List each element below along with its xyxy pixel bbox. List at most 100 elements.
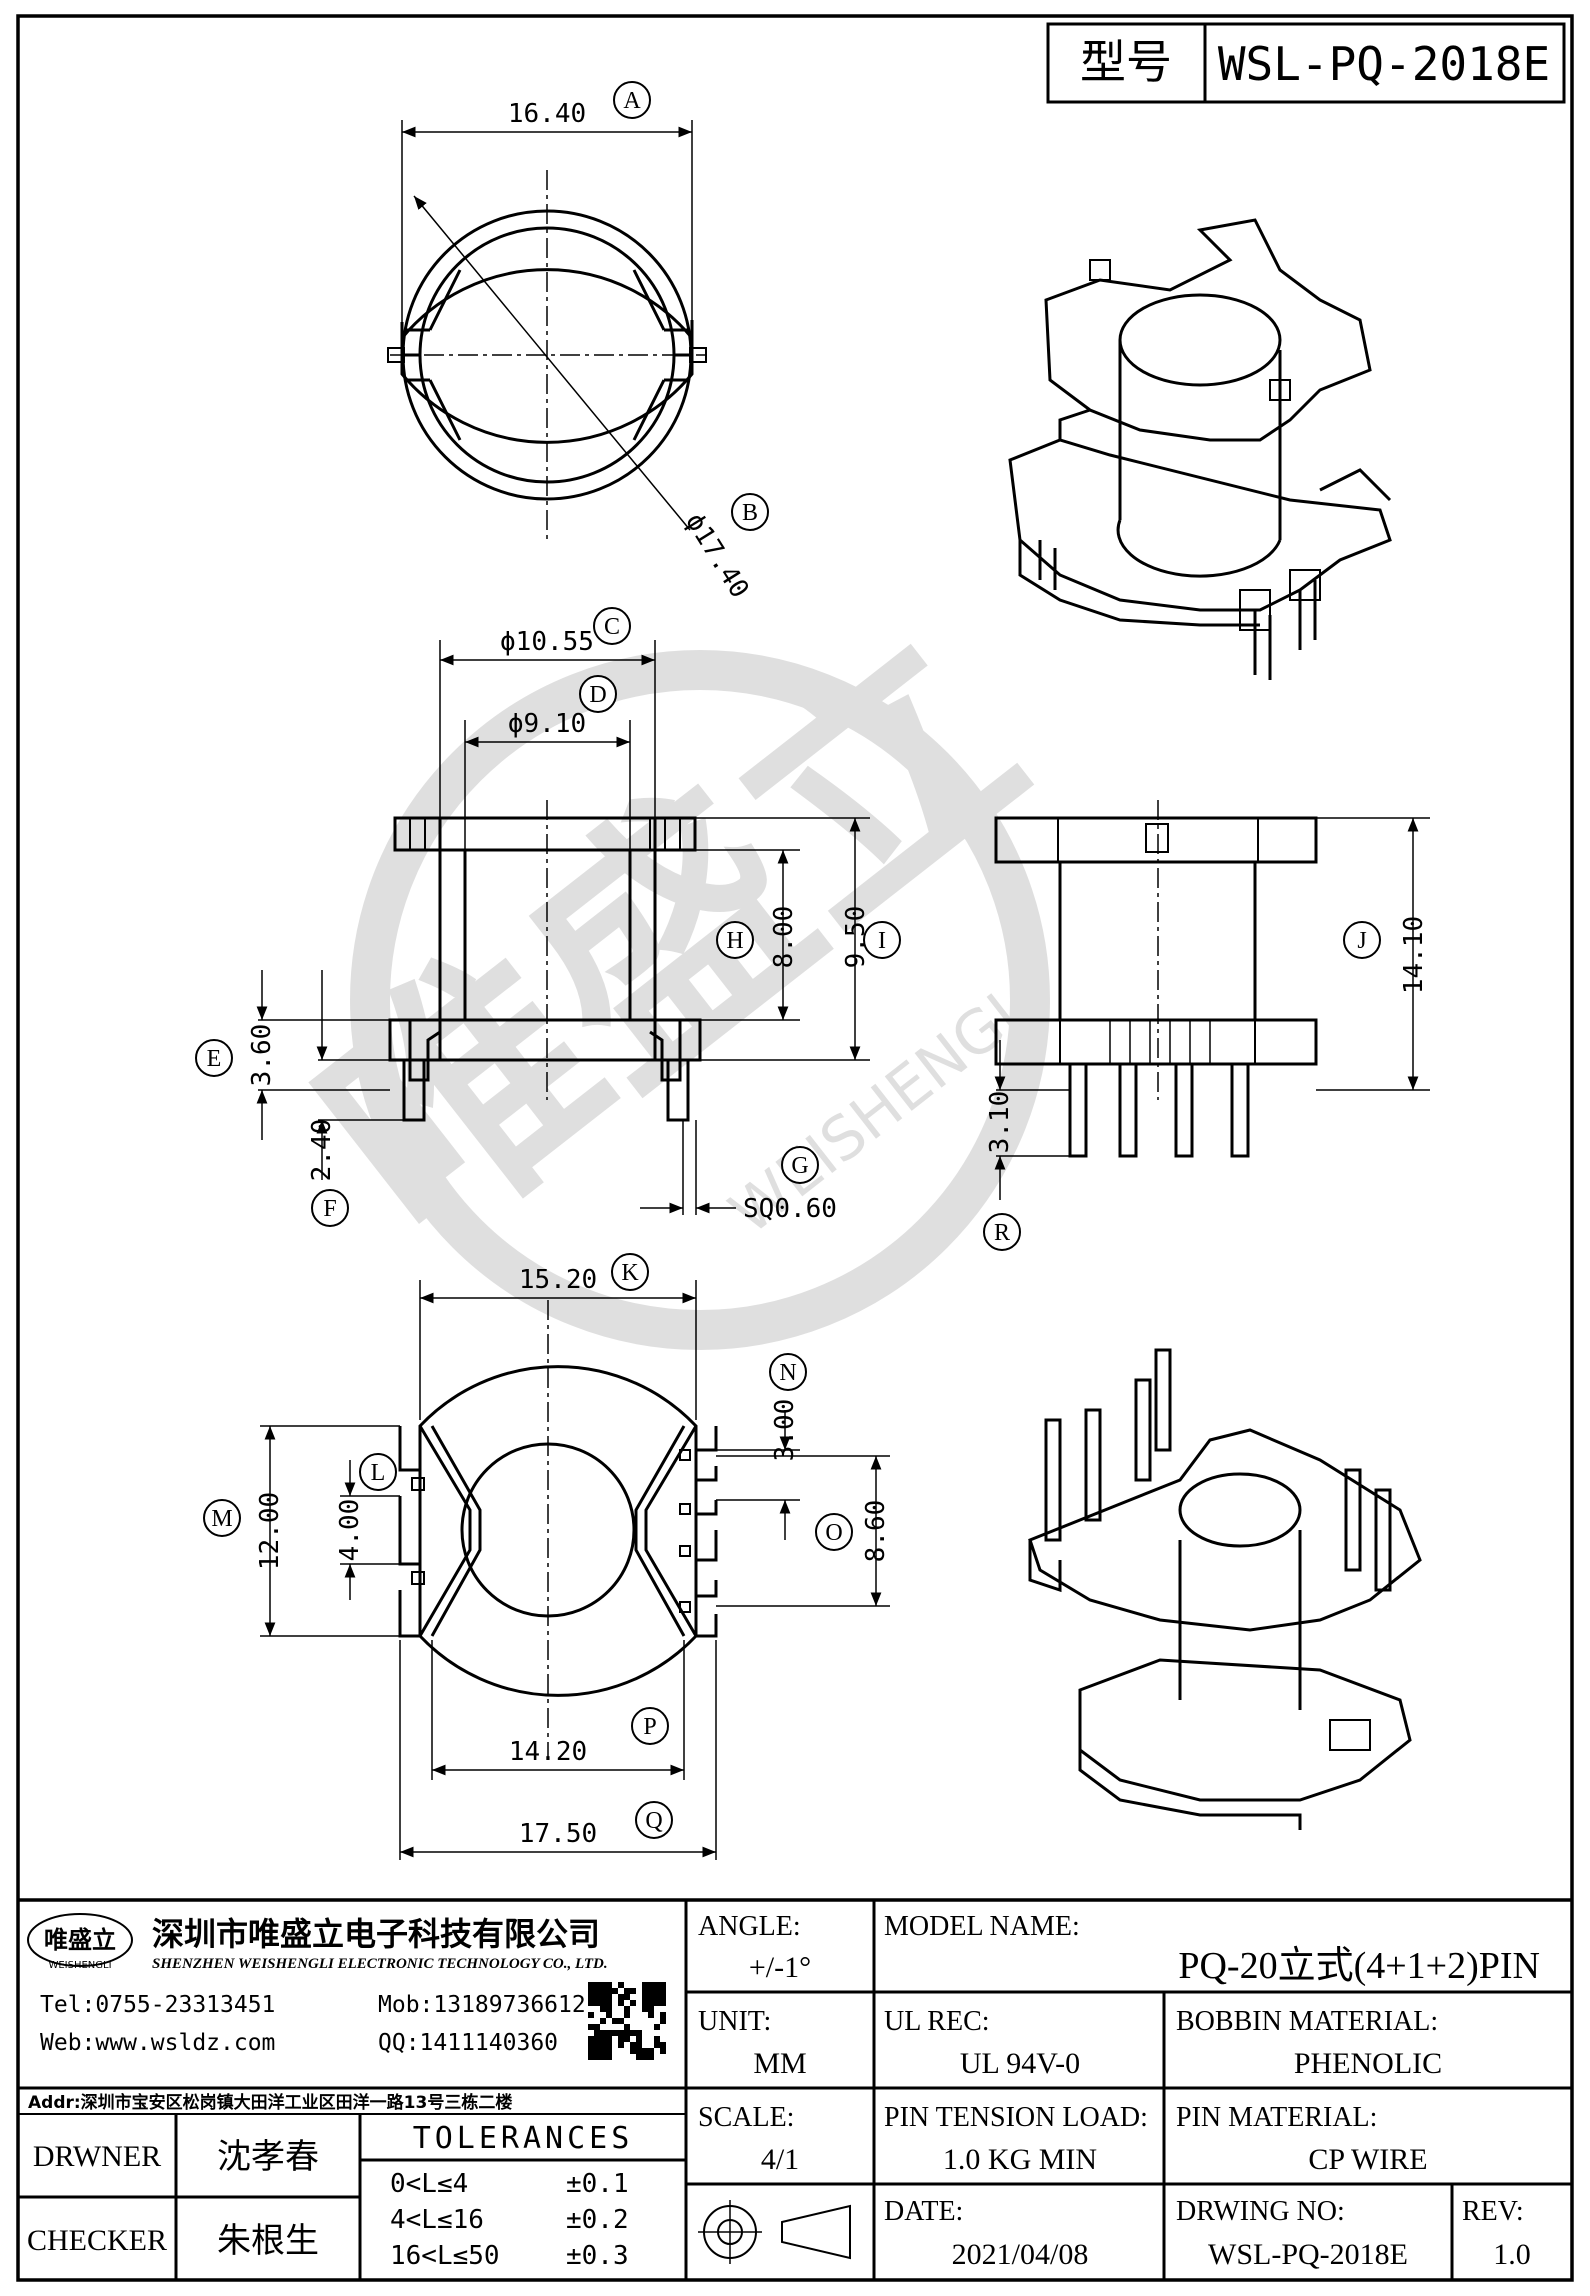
- qr-module: [636, 2054, 642, 2060]
- dim-N: 3.00: [770, 1399, 800, 1462]
- callout-k: K: [611, 1253, 649, 1291]
- company-name-en: SHENZHEN WEISHENGLI ELECTRONIC TECHNOLOG…: [152, 1956, 608, 1972]
- callout-b: B: [731, 493, 769, 531]
- callout-r-label: R: [994, 1220, 1010, 1246]
- callout-n: N: [769, 1353, 807, 1391]
- tolerance-range: 4<L≤16: [390, 2205, 484, 2235]
- qr-module: [588, 2000, 594, 2006]
- dim-O: 8.60: [861, 1500, 891, 1563]
- callout-m: M: [203, 1499, 241, 1537]
- qr-module: [624, 2024, 630, 2030]
- dim-L: 4.00: [335, 1499, 365, 1562]
- qr-module: [654, 1988, 660, 1994]
- model-name-label: MODEL NAME:: [884, 1911, 1080, 1942]
- bobbin-material-value: PHENOLIC: [1294, 2047, 1442, 2080]
- qr-module: [588, 2012, 594, 2018]
- qr-module: [594, 1994, 600, 2000]
- tolerance-range: 0<L≤4: [390, 2169, 468, 2199]
- qr-module: [588, 1994, 594, 2000]
- pin-material-value: CP WIRE: [1308, 2143, 1427, 2176]
- qr-module: [648, 1994, 654, 2000]
- qr-module: [618, 2036, 624, 2042]
- qr-module: [594, 2042, 600, 2048]
- date-value: 2021/04/08: [952, 2238, 1089, 2271]
- angle-value: +/-1°: [749, 1951, 811, 1984]
- callout-e-label: E: [207, 1046, 222, 1072]
- qr-module: [654, 1982, 660, 1988]
- qr-module: [648, 2006, 654, 2012]
- dim-E: 3.60: [247, 1024, 277, 1087]
- qr-module: [606, 1994, 612, 2000]
- company-web: Web:www.wsldz.com: [40, 2030, 275, 2056]
- qr-module: [642, 1994, 648, 2000]
- qr-module: [642, 1982, 648, 1988]
- qr-module: [618, 2000, 624, 2006]
- drawing-no-value: WSL-PQ-2018E: [1208, 2238, 1408, 2271]
- iso-view-bottom: [1028, 1348, 1422, 1830]
- qr-module: [600, 2048, 606, 2054]
- qr-module: [624, 1994, 630, 2000]
- qr-module: [648, 2000, 654, 2006]
- qr-module: [600, 1988, 606, 1994]
- callout-m-label: M: [211, 1506, 232, 1532]
- callout-c: C: [593, 607, 631, 645]
- qr-module: [642, 2054, 648, 2060]
- callout-p: P: [631, 1707, 669, 1745]
- qr-module: [600, 1994, 606, 2000]
- qr-module: [636, 2036, 642, 2042]
- qr-module: [606, 2054, 612, 2060]
- ul-rec-label: UL REC:: [884, 2006, 990, 2037]
- qr-module: [660, 1994, 666, 2000]
- side-view: 14.10 3.10: [985, 800, 1430, 1200]
- callout-c-label: C: [604, 614, 620, 640]
- qr-module: [654, 2000, 660, 2006]
- qr-module: [606, 1982, 612, 1988]
- qr-module: [642, 2006, 648, 2012]
- qr-module: [588, 2048, 594, 2054]
- dim-F: 2.40: [307, 1119, 337, 1182]
- qr-module: [600, 2006, 606, 2012]
- qr-module: [618, 2030, 624, 2036]
- qr-module: [594, 2054, 600, 2060]
- qr-module: [624, 2036, 630, 2042]
- qr-module: [630, 2042, 636, 2048]
- qr-module: [606, 2030, 612, 2036]
- qr-module: [588, 2054, 594, 2060]
- qr-module: [594, 2048, 600, 2054]
- rev-label: REV:: [1462, 2196, 1524, 2227]
- callout-d-label: D: [589, 682, 606, 708]
- qr-module: [588, 1988, 594, 1994]
- callout-i-label: I: [878, 928, 886, 954]
- qr-code: [588, 1982, 666, 2060]
- company-logo-main: 唯盛立: [44, 1926, 116, 1954]
- date-label: DATE:: [884, 2196, 963, 2227]
- company-name-cn: 深圳市唯盛立电子科技有限公司: [152, 1915, 600, 1953]
- dim-C: ϕ10.55: [500, 627, 594, 657]
- qr-module: [642, 2048, 648, 2054]
- qr-module: [600, 2036, 606, 2042]
- watermark: 唯盛立 WEISHENGLI: [271, 579, 1072, 1350]
- qr-module: [606, 2006, 612, 2012]
- qr-module: [618, 2042, 624, 2048]
- qr-module: [594, 1982, 600, 1988]
- qr-module: [588, 2024, 594, 2030]
- qr-module: [636, 2048, 642, 2054]
- qr-module: [600, 2054, 606, 2060]
- callout-j: J: [1343, 921, 1381, 959]
- callout-h: H: [716, 921, 754, 959]
- qr-module: [642, 2000, 648, 2006]
- callout-j-label: J: [1357, 928, 1366, 954]
- qr-module: [648, 1982, 654, 1988]
- qr-module: [594, 2000, 600, 2006]
- qr-module: [606, 2048, 612, 2054]
- callout-q-label: Q: [645, 1808, 662, 1834]
- callout-o-label: O: [825, 1520, 842, 1546]
- bottom-view: 15.20 12.00 4.00 3.00 8.60 14.20 17.50: [255, 1265, 891, 1860]
- qr-module: [648, 2012, 654, 2018]
- tolerance-value: ±0.3: [566, 2241, 629, 2271]
- qr-module: [588, 2042, 594, 2048]
- qr-module: [630, 1988, 636, 1994]
- qr-module: [660, 2000, 666, 2006]
- qr-module: [606, 2012, 612, 2018]
